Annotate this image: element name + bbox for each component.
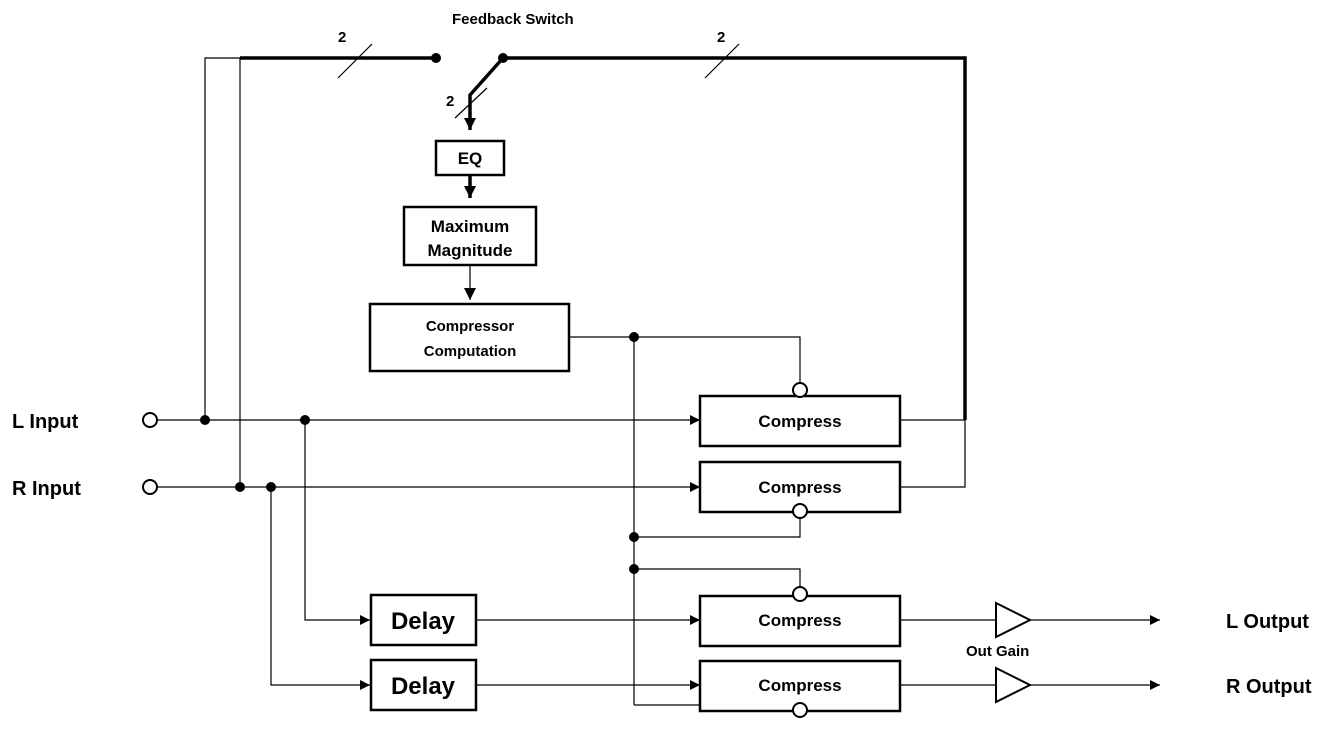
eq-label: EQ	[458, 149, 483, 168]
compress-block-r-feedback: Compress	[698, 460, 902, 519]
delay-label: Delay	[391, 608, 456, 635]
compressor-computation-box	[368, 302, 571, 373]
l-output-label: L Output	[1226, 611, 1309, 633]
gain-to-compress-2	[634, 518, 801, 538]
bus-width-label: 2	[446, 93, 454, 110]
compress-block-l-feedback: Compress	[698, 382, 902, 448]
r-output-path: R Output	[900, 666, 1312, 704]
gain-to-compress-3	[634, 568, 801, 588]
l-input-port	[142, 412, 158, 428]
l-input-label: L Input	[12, 411, 79, 433]
r-output-label: R Output	[1226, 676, 1312, 698]
bus-tick	[337, 43, 373, 79]
out-gain-label: Out Gain	[966, 643, 1029, 660]
r-input-port	[142, 479, 158, 495]
r-input-path: R Input	[12, 478, 700, 690]
junction-dot	[629, 564, 639, 574]
control-port	[792, 702, 808, 718]
switch-contact-left	[431, 53, 441, 63]
compress-block-r-output: Compress	[698, 659, 902, 718]
input-taps	[204, 57, 241, 487]
bus-tick	[704, 43, 740, 79]
bus-tick	[454, 87, 488, 119]
control-port	[792, 503, 808, 519]
l-out-gain-triangle	[995, 601, 1033, 639]
compress-label: Compress	[758, 676, 841, 695]
compress-label: Compress	[758, 478, 841, 497]
l-input-path: L Input	[12, 411, 700, 625]
bus-feedback-line	[503, 56, 967, 420]
control-port	[792, 586, 808, 602]
junction-dot	[629, 332, 639, 342]
gain-control-lines	[569, 332, 801, 718]
eq-box	[434, 139, 506, 177]
switch-contact-right	[498, 53, 508, 63]
junction-dot	[200, 415, 210, 425]
r-out-gain-triangle	[995, 666, 1033, 704]
feedback-switch-label: Feedback Switch	[452, 11, 574, 28]
compress-box	[698, 594, 902, 648]
gain-to-compress-1	[634, 336, 801, 388]
control-port	[792, 382, 808, 398]
delay-block-r: Delay	[369, 658, 478, 712]
r-feedback-return	[900, 420, 966, 488]
bus-width-label: 2	[338, 29, 346, 46]
l-to-delay-line	[304, 420, 370, 625]
compressor-computation-label-1: Compressor	[426, 318, 515, 335]
compress-label: Compress	[758, 611, 841, 630]
bus-width-label: 2	[717, 29, 725, 46]
compress-block-l-output: Compress	[698, 586, 902, 648]
max-magnitude-block: Maximum Magnitude	[402, 205, 538, 267]
compress-label: Compress	[758, 412, 841, 431]
r-to-delay-line	[270, 487, 370, 690]
junction-dot	[629, 532, 639, 542]
feedback-bus: Feedback Switch 2 2 2	[240, 11, 967, 420]
max-magnitude-label-1: Maximum	[431, 217, 509, 236]
compressor-computation-block: Compressor Computation	[368, 302, 571, 373]
eq-block: EQ	[434, 139, 506, 177]
compress-box	[698, 394, 902, 448]
l-tap-line	[204, 57, 240, 420]
switch-blade	[464, 56, 505, 130]
l-output-path: L Output	[900, 601, 1309, 639]
delay-label: Delay	[391, 673, 456, 700]
delay-box	[369, 593, 478, 647]
compressor-computation-label-2: Computation	[424, 343, 516, 360]
delay-block-l: Delay	[369, 593, 478, 647]
r-input-label: R Input	[12, 478, 81, 500]
max-magnitude-label-2: Magnitude	[428, 241, 513, 260]
junction-dot	[235, 482, 245, 492]
